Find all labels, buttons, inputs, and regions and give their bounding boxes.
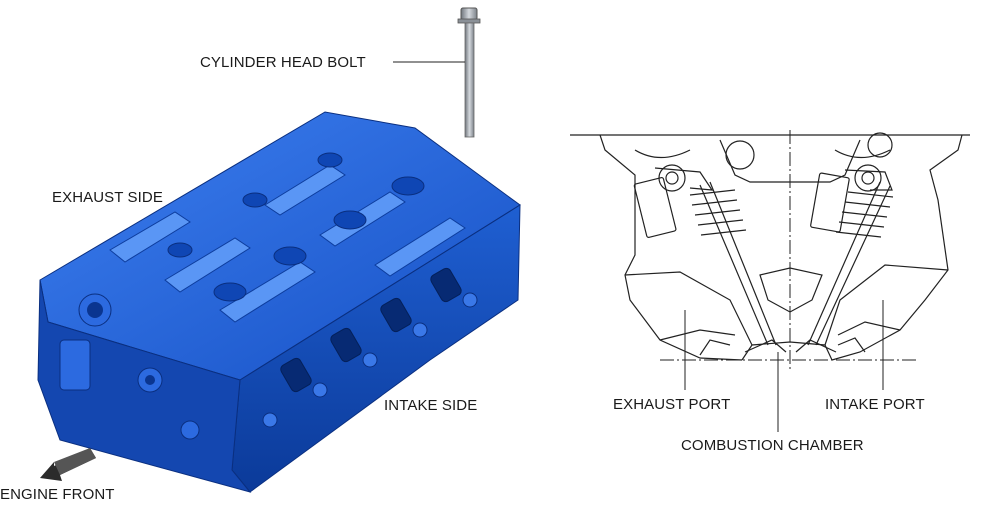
engine-front-label: ENGINE FRONT	[0, 486, 115, 503]
cylinder-head-bolt-label: CYLINDER HEAD BOLT	[200, 54, 366, 71]
arrow-left-down-icon	[40, 448, 96, 481]
combustion-chamber-label: COMBUSTION CHAMBER	[681, 437, 864, 454]
exhaust-port-label: EXHAUST PORT	[613, 396, 731, 413]
cylinder-head-bolt	[457, 7, 481, 138]
cross-section	[570, 132, 970, 361]
cylinder-head-block	[37, 111, 521, 493]
intake-side-label: INTAKE SIDE	[384, 397, 478, 414]
exhaust-side-label: EXHAUST SIDE	[52, 189, 163, 206]
intake-port-label: INTAKE PORT	[825, 396, 925, 413]
